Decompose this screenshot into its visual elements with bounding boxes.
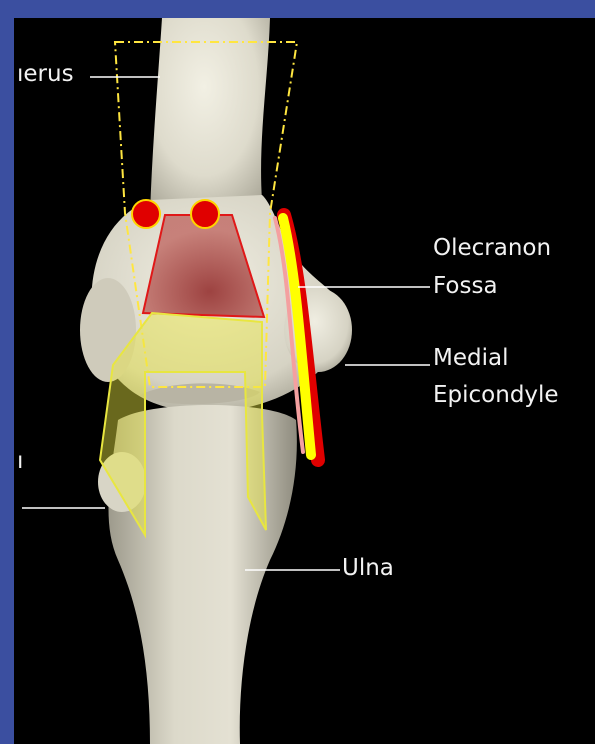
label-medial: Medial [433, 344, 508, 372]
label-olecranon: Olecranon [433, 234, 551, 262]
label-ulna: Ulna [342, 554, 394, 582]
label-left-partial: ı [17, 447, 23, 475]
label-humerus: ıerus [17, 60, 74, 88]
humerus-shaft [150, 18, 270, 215]
marker-right [191, 200, 219, 228]
label-fossa: Fossa [433, 272, 498, 300]
label-epicondyle: Epicondyle [433, 381, 559, 409]
marker-left [132, 200, 160, 228]
